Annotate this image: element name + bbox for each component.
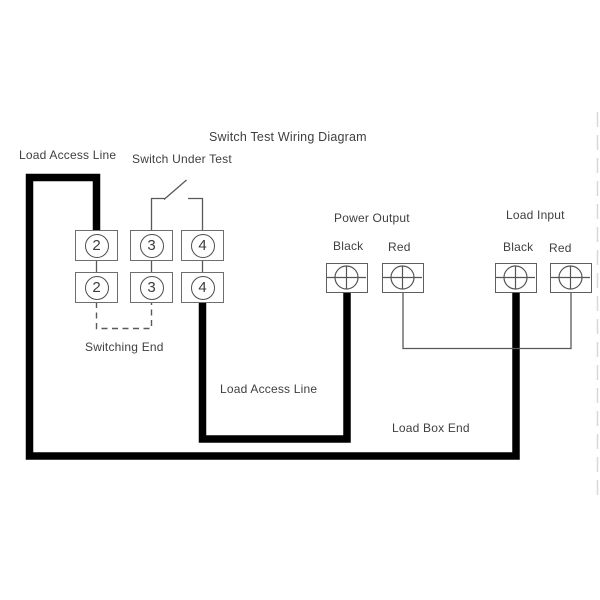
switch-terminal-box-2-bottom: 2 bbox=[75, 272, 118, 303]
power-output-red-label: Red bbox=[388, 240, 411, 254]
switch-lead-right bbox=[188, 197, 204, 230]
terminal-screw-icon bbox=[383, 265, 422, 290]
switch-terminal-box-3-top: 3 bbox=[130, 230, 173, 261]
switching-end-label: Switching End bbox=[85, 340, 164, 354]
load-box-end-label: Load Box End bbox=[392, 421, 470, 435]
terminal-screw-icon bbox=[551, 265, 590, 290]
switch-terminal-box-4-top: 4 bbox=[181, 230, 224, 261]
switch-terminal-box-2-top: 2 bbox=[75, 230, 118, 261]
power-output-black-wire bbox=[198, 292, 351, 443]
circled-number: 2 bbox=[84, 233, 109, 258]
load-input-red-label: Red bbox=[549, 241, 572, 255]
load-access-line-middle-label: Load Access Line bbox=[220, 382, 318, 396]
load-input-black-terminal bbox=[495, 263, 537, 293]
switch-terminal-box-3-bottom: 3 bbox=[130, 272, 173, 303]
power-output-black-terminal bbox=[326, 263, 368, 293]
switching-end-dashed-wire bbox=[95, 302, 153, 330]
switch-under-test-label: Switch Under Test bbox=[132, 152, 232, 166]
load-input-label: Load Input bbox=[506, 208, 565, 222]
switch-terminal-box-4-bottom: 4 bbox=[181, 272, 224, 303]
diagram-title: Switch Test Wiring Diagram bbox=[209, 130, 367, 144]
circled-number: 3 bbox=[139, 233, 164, 258]
power-output-label: Power Output bbox=[334, 211, 410, 225]
load-input-red-terminal bbox=[550, 263, 592, 293]
load-access-loop-wire bbox=[25, 173, 520, 460]
circled-number: 3 bbox=[139, 275, 164, 300]
terminal-screw-icon bbox=[496, 265, 535, 290]
red-link-wire bbox=[402, 292, 572, 350]
load-input-black-label: Black bbox=[503, 240, 534, 254]
switch-lead-left bbox=[150, 197, 165, 230]
circled-number: 2 bbox=[84, 275, 109, 300]
circled-number: 4 bbox=[190, 275, 215, 300]
terminal-screw-icon bbox=[327, 265, 366, 290]
power-output-red-terminal bbox=[382, 263, 424, 293]
circled-number: 4 bbox=[190, 233, 215, 258]
switch-blade bbox=[163, 179, 187, 200]
power-output-black-label: Black bbox=[333, 239, 364, 253]
load-access-line-top-label: Load Access Line bbox=[19, 148, 117, 162]
